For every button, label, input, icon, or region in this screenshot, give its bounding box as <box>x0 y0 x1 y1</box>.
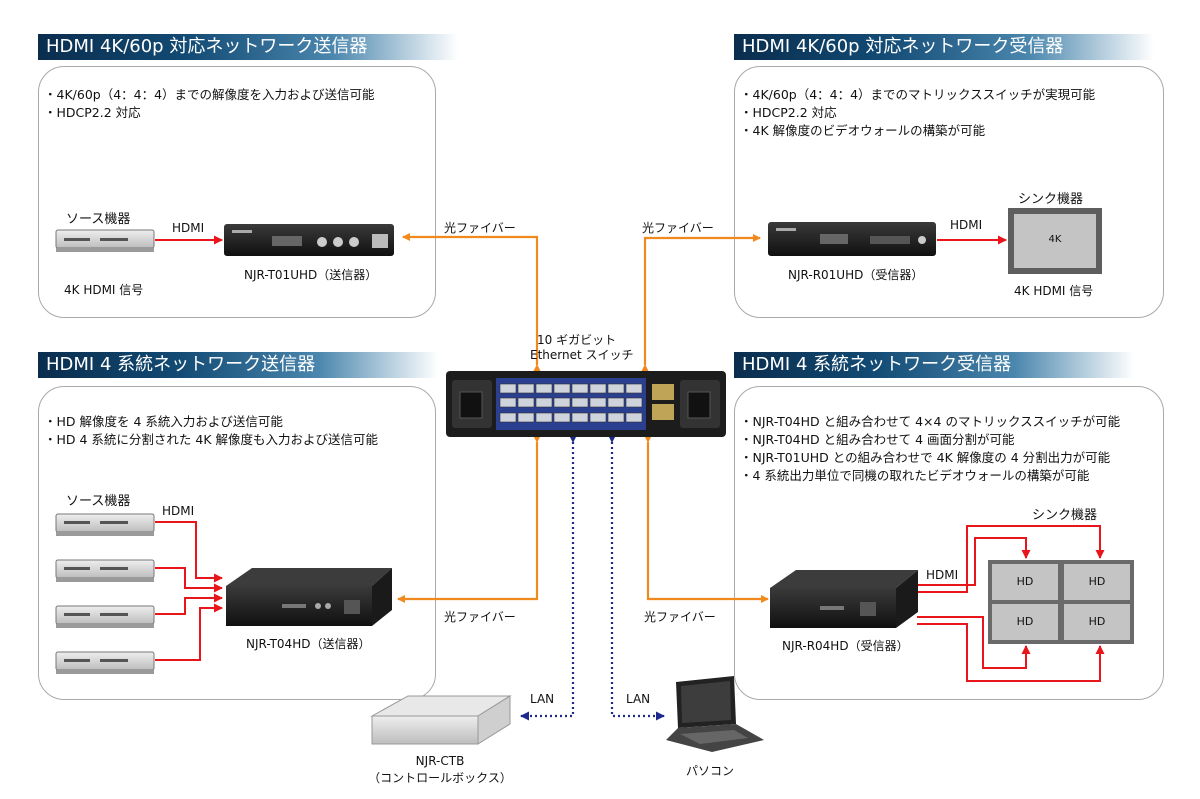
switch-label: Ethernet スイッチ <box>530 348 634 362</box>
lan-links <box>520 434 665 721</box>
control-box-label: （コントロールボックス） <box>368 771 512 785</box>
fiber-label: 光ファイバー <box>642 221 714 235</box>
signal-label: 4K HDMI 信号 <box>1014 284 1094 298</box>
bullet: ・HD 解像度を 4 系統入力および送信可能 <box>44 414 283 429</box>
display-screen-label: 4K <box>1048 234 1062 245</box>
fiber-link-top-right <box>641 234 761 372</box>
hdmi-label: HDMI <box>950 218 983 232</box>
source-player-icon <box>55 651 155 674</box>
control-box-icon <box>370 695 512 745</box>
wall-screen-label: HD <box>1088 615 1106 628</box>
receiver-4ch-device-icon <box>770 570 918 628</box>
bullet: ・NJR-T04HD と組み合わせて 4 画面分割が可能 <box>740 432 1015 447</box>
bullet: ・HDCP2.2 対応 <box>44 105 141 120</box>
bullet: ・HD 4 系統に分割された 4K 解像度も入力および送信可能 <box>44 432 379 447</box>
hdmi-label: HDMI <box>162 504 195 518</box>
lan-label: LAN <box>530 692 555 706</box>
panel-bottom-right <box>734 386 1164 700</box>
title-top-right: HDMI 4K/60p 対応ネットワーク受信器 <box>734 34 1154 60</box>
bullet: ・4 系統出力単位で同機の取れたビデオウォールの構築が可能 <box>740 468 1090 483</box>
fiber-link-bottom-left <box>397 435 541 603</box>
panel-top-right <box>734 66 1164 318</box>
wall-screen-label: HD <box>1016 575 1034 588</box>
fiber-label: 光ファイバー <box>444 610 516 624</box>
display-4k-icon <box>1008 208 1102 274</box>
panel-top-left <box>38 66 436 318</box>
control-box-label: NJR-CTB <box>415 754 465 768</box>
fiber-label: 光ファイバー <box>644 610 716 624</box>
wall-screen-label: HD <box>1016 615 1034 628</box>
fiber-link-top-left <box>402 233 541 372</box>
lan-link-pc <box>607 434 665 721</box>
title-bottom-left: HDMI 4 系統ネットワーク送信器 <box>38 352 438 378</box>
pc-label: パソコン <box>686 764 735 778</box>
source-player-icon <box>55 229 155 252</box>
transmitter-4ch-device-icon <box>226 568 392 626</box>
panel-bottom-left <box>38 386 436 700</box>
source-player-icon <box>55 559 155 582</box>
transmitter-label: NJR-T01UHD（送信器） <box>244 268 378 282</box>
source-player-icon <box>55 605 155 628</box>
bullet: ・HDCP2.2 対応 <box>740 105 837 120</box>
transmitter-device-icon <box>224 224 394 256</box>
bullet: ・NJR-T01UHD との組み合わせで 4K 解像度の 4 分割出力が可能 <box>740 450 1111 465</box>
bullet: ・4K/60p（4：4：4）までのマトリックススイッチが実現可能 <box>740 87 1096 102</box>
receiver-device-icon <box>768 222 936 256</box>
wall-screen-label: HD <box>1088 575 1106 588</box>
laptop-icon <box>666 676 764 752</box>
ethernet-switch-icon <box>446 371 726 437</box>
hdmi-links <box>155 235 1105 682</box>
fiber-label: 光ファイバー <box>444 221 516 235</box>
signal-label: 4K HDMI 信号 <box>64 283 144 297</box>
hdmi-label: HDMI <box>926 568 959 582</box>
sink-device-label: シンク機器 <box>1018 192 1084 207</box>
source-device-label: ソース機器 <box>66 494 131 509</box>
switch-label: 10 ギガビット <box>537 333 617 347</box>
transmitter-4ch-label: NJR-T04HD（送信器） <box>246 637 371 651</box>
hdmi-label: HDMI <box>172 221 205 235</box>
title-top-left: HDMI 4K/60p 対応ネットワーク送信器 <box>38 34 458 60</box>
bullet: ・4K/60p（4：4：4）までの解像度を入力および送信可能 <box>44 87 375 102</box>
lan-label: LAN <box>626 692 651 706</box>
lan-link-ctb <box>520 434 578 721</box>
source-player-icon <box>55 513 155 536</box>
sink-device-label: シンク機器 <box>1032 508 1098 523</box>
source-device-label: ソース機器 <box>66 212 131 227</box>
title-bottom-right: HDMI 4 系統ネットワーク受信器 <box>734 352 1134 378</box>
receiver-4ch-label: NJR-R04HD（受信器） <box>782 639 909 653</box>
bullet: ・4K 解像度のビデオウォールの構築が可能 <box>740 123 986 138</box>
receiver-label: NJR-R01UHD（受信器） <box>788 268 924 282</box>
bullet: ・NJR-T04HD と組み合わせて 4×4 のマトリックススイッチが可能 <box>740 414 1121 429</box>
video-wall-icon <box>988 560 1134 644</box>
fiber-link-bottom-right <box>644 435 769 603</box>
